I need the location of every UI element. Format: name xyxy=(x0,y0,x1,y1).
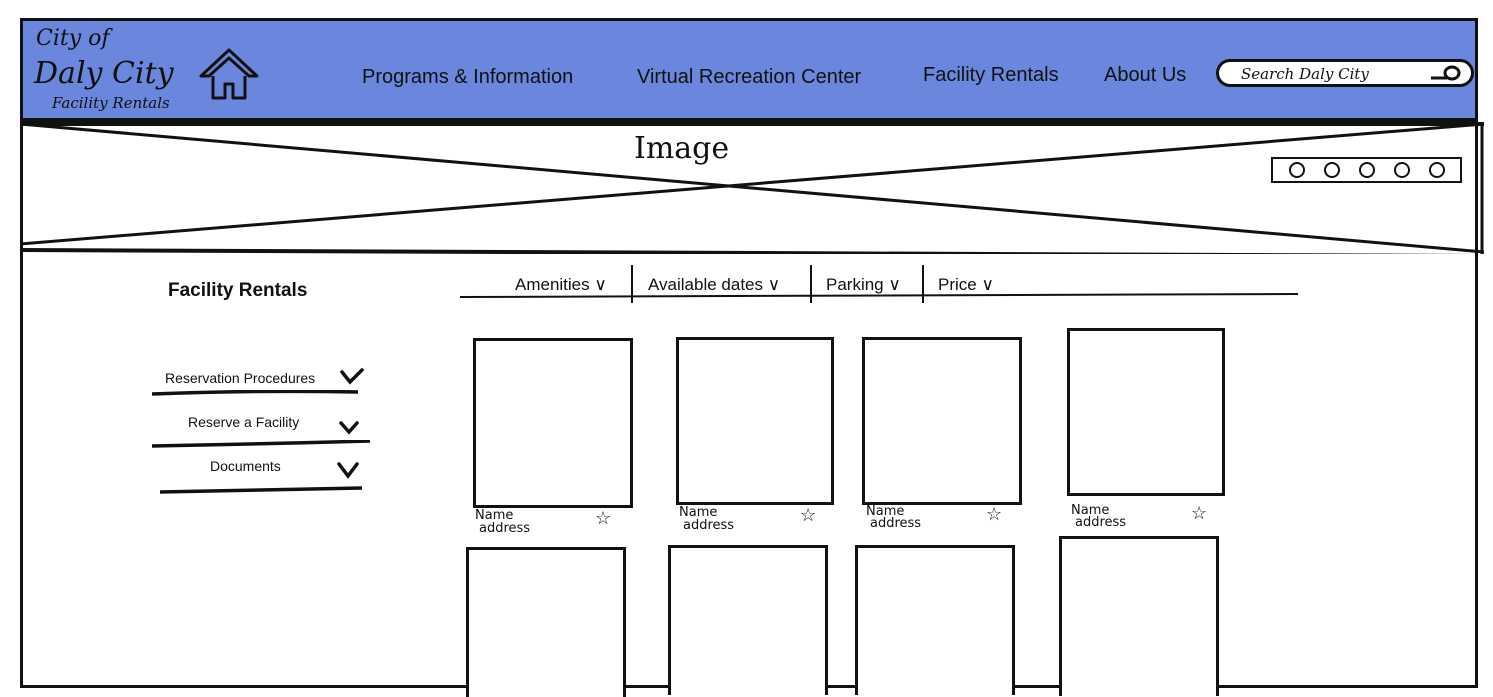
sidebar-item-documents[interactable]: Documents xyxy=(160,456,365,496)
facility-image-placeholder xyxy=(1067,328,1225,496)
chevron-down-icon: ∨ xyxy=(767,275,781,294)
facility-card[interactable] xyxy=(1059,536,1219,696)
facility-address: address xyxy=(1075,515,1127,530)
facility-card[interactable]: Name address ☆ xyxy=(473,338,633,538)
search-input[interactable] xyxy=(1239,64,1433,84)
facility-card[interactable] xyxy=(668,545,828,695)
carousel-dot[interactable] xyxy=(1288,162,1305,178)
filter-amenities[interactable]: Amenities ∨ xyxy=(515,275,607,294)
facility-address: address xyxy=(683,518,735,533)
facility-image-placeholder xyxy=(1059,536,1219,696)
home-icon[interactable] xyxy=(197,46,261,102)
facility-name: Name xyxy=(866,504,905,519)
facility-card[interactable] xyxy=(855,545,1015,695)
facility-image-placeholder xyxy=(668,545,828,695)
divider xyxy=(160,486,363,494)
carousel-dot[interactable] xyxy=(1358,162,1375,178)
chevron-down-icon: ∨ xyxy=(981,275,994,294)
facility-image-placeholder xyxy=(862,337,1022,505)
filter-divider xyxy=(922,265,924,303)
filter-parking[interactable]: Parking ∨ xyxy=(826,275,901,294)
carousel-indicator xyxy=(1271,157,1462,183)
facility-address: address xyxy=(870,516,922,531)
sidebar-item-label: Reservation Procedures xyxy=(165,370,316,386)
chevron-down-icon xyxy=(340,368,364,385)
facility-image-placeholder xyxy=(676,337,834,505)
filter-underline xyxy=(460,293,1299,298)
nav-facility-rentals[interactable]: Facility Rentals xyxy=(923,64,1059,86)
facility-card[interactable]: Name address ☆ xyxy=(1067,328,1225,530)
search-bar[interactable] xyxy=(1216,59,1474,87)
filter-available-dates[interactable]: Available dates ∨ xyxy=(648,275,781,294)
carousel-dot[interactable] xyxy=(1428,162,1445,178)
facility-card[interactable] xyxy=(466,547,626,697)
carousel-dot[interactable] xyxy=(1323,162,1340,178)
logo-line-3: Facility Rentals xyxy=(52,94,170,112)
facility-image-placeholder xyxy=(473,338,633,508)
facility-image-placeholder xyxy=(855,545,1015,695)
facility-name: Name xyxy=(679,505,718,520)
chevron-down-icon: ∨ xyxy=(888,275,901,294)
chevron-down-icon: ∨ xyxy=(594,275,607,294)
facility-address: address xyxy=(479,521,531,536)
divider xyxy=(152,390,359,396)
filter-divider xyxy=(631,265,633,303)
logo-line-2: Daly City xyxy=(34,56,174,91)
facility-name: Name xyxy=(475,508,514,523)
sidebar-title: Facility Rentals xyxy=(168,280,308,301)
facility-name: Name xyxy=(1071,503,1110,518)
logo-line-1: City of xyxy=(36,26,110,51)
nav-virtual-recreation-center[interactable]: Virtual Recreation Center xyxy=(637,66,862,88)
star-icon[interactable]: ☆ xyxy=(986,504,1003,524)
star-icon[interactable]: ☆ xyxy=(595,508,612,528)
nav-about-us[interactable]: About Us xyxy=(1104,64,1187,86)
search-icon[interactable] xyxy=(1429,64,1461,82)
divider xyxy=(152,440,371,448)
sidebar-item-label: Reserve a Facility xyxy=(188,414,300,430)
sidebar-item-reservation-procedures[interactable]: Reservation Procedures xyxy=(152,368,367,398)
logo[interactable]: City of Daly City Facility Rentals xyxy=(34,26,194,121)
carousel-dot[interactable] xyxy=(1393,162,1410,178)
chevron-down-icon xyxy=(337,462,359,479)
filter-price[interactable]: Price ∨ xyxy=(938,275,994,294)
filter-bar: Amenities ∨ Available dates ∨ Parking ∨ … xyxy=(460,265,1300,303)
chevron-down-icon xyxy=(339,421,359,435)
filter-divider xyxy=(810,265,812,303)
facility-card[interactable]: Name address ☆ xyxy=(862,337,1022,537)
star-icon[interactable]: ☆ xyxy=(1191,503,1208,523)
hero-image-label: Image xyxy=(634,131,730,166)
nav-programs-information[interactable]: Programs & Information xyxy=(362,66,574,88)
facility-image-placeholder xyxy=(466,547,626,697)
star-icon[interactable]: ☆ xyxy=(800,505,817,525)
sidebar-item-label: Documents xyxy=(210,458,281,474)
facility-card[interactable]: Name address ☆ xyxy=(676,337,834,537)
sidebar-item-reserve-a-facility[interactable]: Reserve a Facility xyxy=(152,413,372,448)
hero-image-placeholder xyxy=(20,122,1484,254)
